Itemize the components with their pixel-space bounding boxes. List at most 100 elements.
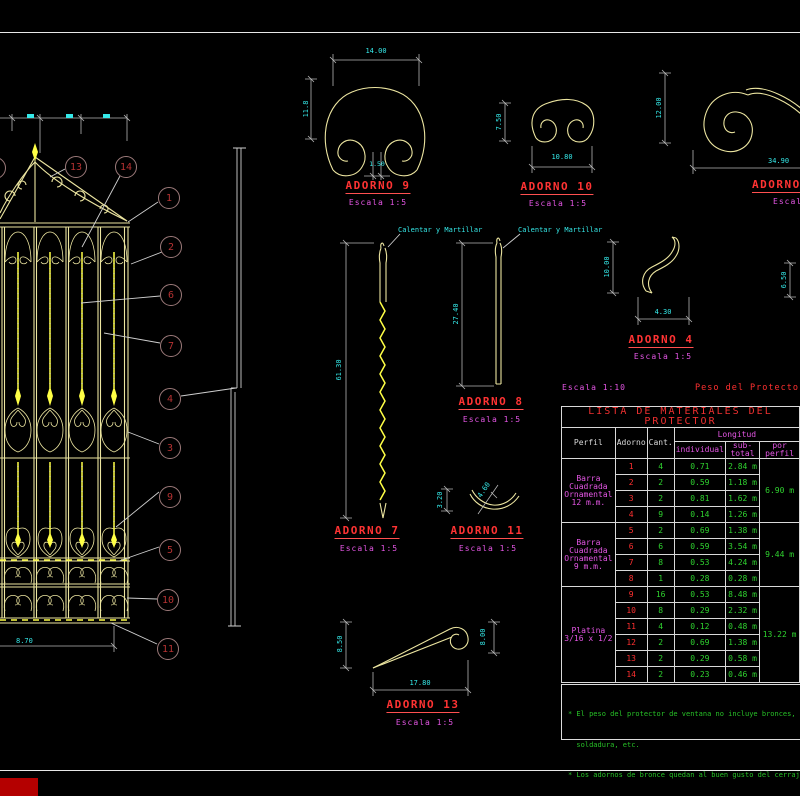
a8-dim: 27.40 (452, 303, 460, 325)
adorno-9-dims (305, 54, 423, 180)
table-header-row-1: Perfil Adorno Cant. Longitud (561, 427, 800, 459)
table-escala: Escala 1:10 (562, 383, 626, 392)
callout-7: 7 (160, 335, 182, 357)
adorno-11-dims (441, 484, 499, 515)
a7-title: ADORNO 7 (334, 524, 400, 539)
a9-title: ADORNO 9 (345, 179, 411, 194)
group-total-2: 9.44 m (759, 522, 800, 587)
note-line: * Los adornos de bronce quedan al buen g… (568, 771, 800, 780)
gate-dim-mark-2 (66, 114, 73, 118)
adorno-11-shape (469, 489, 520, 510)
a9-dim-left: 11.8 (302, 100, 310, 118)
table-row: 4 9 0.14 1.26 m (562, 506, 800, 523)
table-row: Platina 3/16 x 1/2 9 16 0.53 8.48 m 13.2… (561, 586, 800, 683)
a12-dim-bottom: 34.90 (768, 157, 790, 165)
gate-dimensions (0, 114, 131, 652)
a10-dim-left: 7.50 (495, 113, 503, 131)
adorno-4-dims (607, 238, 796, 325)
a7-escala: Escala 1:5 (339, 544, 399, 553)
note-line: * El peso del protector de ventana no in… (568, 710, 800, 719)
a4-dim-left: 10.00 (603, 256, 611, 278)
a13-dim-bottom: 17.80 (409, 679, 431, 687)
note-line: soldadura, etc. (568, 740, 640, 749)
gate-spear-rods (15, 252, 117, 548)
callout-1: 1 (158, 187, 180, 209)
a8-note: Calentar y Martillar (518, 226, 603, 234)
adorno-8-dims (456, 239, 494, 390)
adorno-13-shape (372, 626, 469, 669)
adorno-10-shape (531, 98, 595, 143)
a4-dim-bottom: 4.30 (654, 308, 672, 316)
adorno-4-shape (642, 236, 680, 294)
col-adorno: Adorno (614, 427, 648, 459)
a9-dim-bottom: 1.50 (369, 160, 385, 168)
table-row: 2 2 0.59 1.18 m (562, 474, 800, 491)
a10-title: ADORNO 10 (520, 180, 594, 195)
gate-dim-mark-1 (27, 114, 34, 118)
a7-note: Calentar y Martillar (398, 226, 483, 234)
a12-escala: Escala 1 (773, 197, 800, 206)
adorno-12-shape (703, 87, 800, 153)
a11-dim-left: 3.20 (436, 491, 444, 509)
group-perfil-3: Platina 3/16 x 1/2 (561, 586, 616, 683)
adorno-10-dims (499, 99, 596, 173)
adorno-7-shape (378, 242, 388, 519)
adorno-8-shape (494, 237, 503, 385)
table-row: Barra Cuadrada Ornamental 12 m.m. 1 4 0.… (561, 458, 800, 523)
a13-dim-right: 8.00 (479, 628, 487, 646)
title-block-fragment (0, 778, 38, 796)
table-title-row: LISTA DE MATERIALES DEL PROTECTOR (561, 406, 800, 428)
table-row: 10 8 0.29 2.32 m (562, 602, 800, 619)
gate-yellow-bands (0, 559, 130, 621)
callout-5: 5 (159, 539, 181, 561)
col-perfil: Perfil (561, 427, 616, 459)
callout-3: 3 (159, 437, 181, 459)
callout-4: 4 (159, 388, 181, 410)
col-subtotal: sub-total (724, 441, 761, 459)
a9-dim-top: 14.00 (365, 47, 387, 55)
group-perfil-2: Barra Cuadrada Ornamental 9 m.m. (561, 522, 616, 587)
col-porperfil: por perfil (759, 441, 800, 459)
gate-width-dim: 8.70 (16, 637, 33, 645)
a11-escala: Escala 1:5 (458, 544, 518, 553)
adorno-12-dims (659, 69, 800, 174)
callout-11: 11 (157, 638, 179, 660)
adorno-9-shape (324, 86, 426, 177)
a13-dim-left: 8.50 (336, 635, 344, 653)
pediment-finial (32, 143, 38, 161)
a13-escala: Escala 1:5 (395, 718, 455, 727)
callout-10: 10 (157, 589, 179, 611)
callout-14: 14 (115, 156, 137, 178)
a4-title: ADORNO 4 (628, 333, 694, 348)
sheet-bottom-border (0, 770, 800, 771)
peso-title: Peso del Protector de (695, 383, 800, 393)
a8-title: ADORNO 8 (458, 395, 524, 410)
adorno-7-note-leader (387, 233, 401, 248)
a10-dim-bottom: 10.80 (551, 153, 573, 161)
callout-6: 6 (160, 284, 182, 306)
gate-side-profile (228, 147, 246, 627)
col-individual: individual (673, 441, 726, 459)
sheet-top-border (0, 32, 800, 33)
group-perfil-1: Barra Cuadrada Ornamental 12 m.m. (561, 458, 616, 523)
table-row: 7 8 0.53 4.24 m (562, 554, 800, 571)
col-longitud: Longitud (673, 427, 800, 442)
a12-dim-left: 12.00 (655, 97, 663, 119)
notes-box: * El peso del protector de ventana no in… (561, 684, 800, 779)
table-header-row-2: individual sub-total por perfil (562, 441, 800, 459)
group-total-1: 6.90 m (759, 458, 800, 523)
a9-escala: Escala 1:5 (348, 198, 408, 207)
table-row: 11 4 0.12 0.48 m (562, 618, 800, 635)
table-row: 14 2 0.23 0.46 m (562, 666, 800, 683)
group-total-3: 13.22 m (759, 586, 800, 683)
callout-13: 13 (65, 156, 87, 178)
gate-front-view (0, 114, 131, 652)
callout-leaders (49, 168, 237, 645)
a7-dim: 61.30 (335, 359, 343, 381)
a12-title: ADORNO (752, 178, 800, 193)
table-row: 13 2 0.29 0.58 m (562, 650, 800, 667)
adorno-13-dims (340, 618, 500, 696)
table-row: 8 1 0.28 0.28 m (562, 570, 800, 587)
